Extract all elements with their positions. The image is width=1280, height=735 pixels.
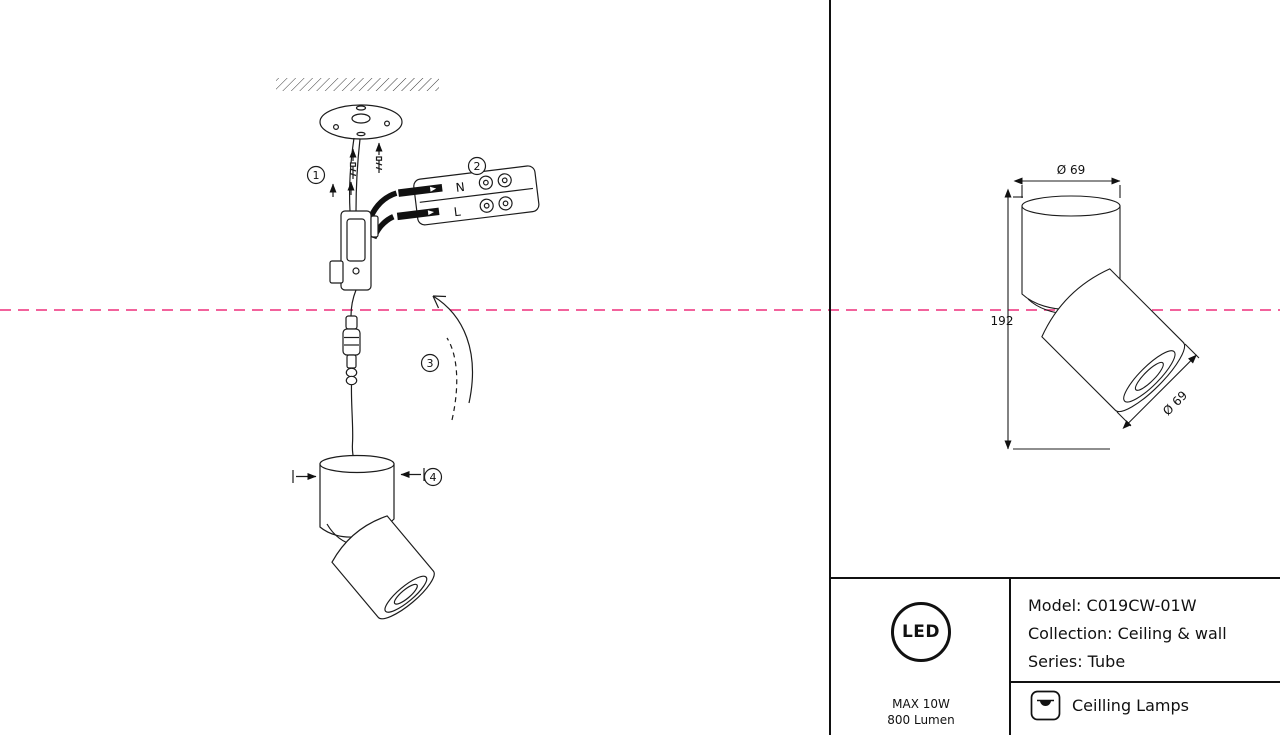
step-4-number: 4	[430, 471, 437, 484]
category-label: Ceilling Lamps	[1072, 696, 1189, 715]
lamp-body	[319, 454, 435, 620]
info-table-top-rule	[830, 577, 1280, 579]
cable-and-connector	[342, 289, 361, 459]
led-logo: LED	[891, 602, 951, 662]
rotation-arrow	[432, 295, 473, 421]
wire-connector-block: N L	[368, 165, 540, 240]
lamp-head	[331, 515, 435, 620]
terminal-n-label: N	[455, 180, 466, 195]
front-view-body	[1021, 195, 1186, 413]
lumen-label: 800 Lumen	[887, 713, 955, 727]
ceiling-hatch	[276, 78, 439, 91]
panel-divider	[829, 0, 831, 735]
mounting-screws	[329, 142, 383, 197]
step-1-number: 1	[313, 169, 320, 182]
terminal-l-label: L	[453, 204, 462, 219]
info-table-column-rule	[1009, 577, 1011, 735]
canopy-plate	[319, 104, 403, 140]
insert-arrow-icon	[427, 210, 435, 216]
step-4-badge	[423, 467, 443, 487]
ceiling-lamp-icon	[1030, 690, 1061, 721]
step-3-badge	[420, 353, 440, 373]
height-dim: 192	[991, 188, 1110, 450]
mounting-bracket	[329, 210, 379, 291]
step-2-badge	[467, 156, 487, 176]
category-row: Ceilling Lamps	[1030, 690, 1189, 721]
max-power-label: MAX 10W	[892, 697, 950, 711]
installation-diagram: N L	[276, 78, 540, 620]
step-1-badge	[306, 165, 326, 185]
series-text: Series: Tube	[1028, 652, 1126, 671]
model-text: Model: C019CW-01W	[1028, 596, 1197, 615]
step-badges	[306, 156, 487, 487]
canopy-wires	[349, 137, 361, 212]
dimension-drawing: Ø 69 192 Ø 69	[991, 163, 1200, 450]
product-info: Model: C019CW-01W Collection: Ceiling & …	[1028, 592, 1227, 676]
insert-arrow-icon	[429, 186, 437, 192]
step-3-number: 3	[427, 357, 434, 370]
top-diameter-dim: Ø 69	[1013, 163, 1121, 198]
height-label: 192	[991, 314, 1014, 328]
step-2-number: 2	[474, 160, 481, 173]
push-arrows	[292, 468, 425, 483]
led-badge-cell: LED MAX 10W 800 Lumen	[860, 602, 982, 728]
head-diameter-label: Ø 69	[1160, 388, 1190, 418]
collection-text: Collection: Ceiling & wall	[1028, 624, 1227, 643]
top-diameter-label: Ø 69	[1057, 163, 1086, 177]
info-table-row-rule	[1011, 681, 1280, 683]
led-logo-text: LED	[901, 622, 941, 642]
